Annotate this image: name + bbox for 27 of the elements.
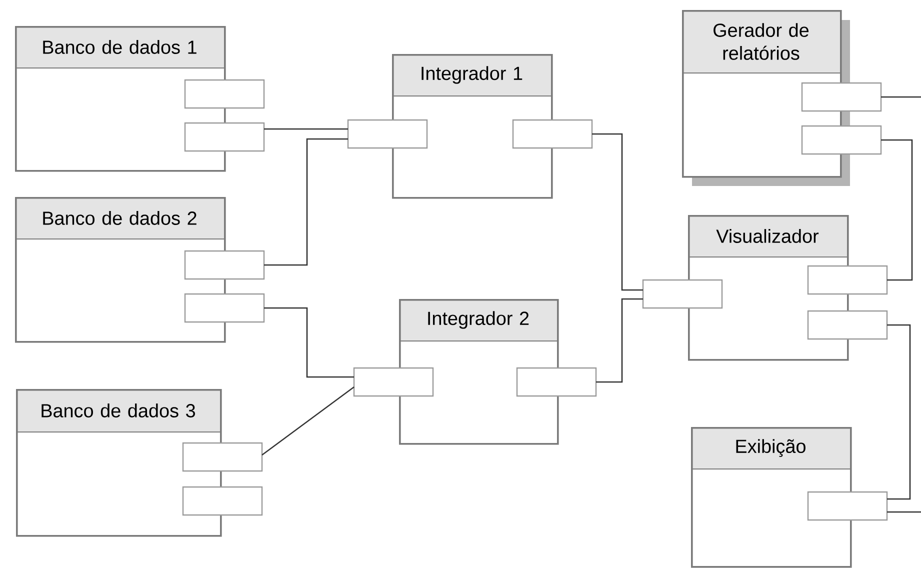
- port-box: [801, 125, 882, 155]
- port-box: [516, 367, 597, 397]
- port-box: [184, 122, 265, 152]
- port-box: [184, 250, 265, 280]
- port-box: [184, 79, 265, 109]
- port-box: [807, 310, 888, 340]
- connector-line: [264, 138, 348, 266]
- port-box: [353, 367, 434, 397]
- connector-line: [264, 307, 354, 378]
- connector-line: [264, 128, 348, 130]
- connector-line: [887, 324, 911, 500]
- connector-line: [596, 298, 643, 383]
- connector-line: [262, 386, 354, 456]
- port-box: [807, 491, 888, 521]
- port-box: [807, 265, 888, 295]
- connector-line: [881, 139, 913, 281]
- connector-line: [881, 96, 921, 98]
- port-box: [182, 442, 263, 472]
- component-box: Exibição: [690, 427, 852, 568]
- port-box: [347, 119, 428, 149]
- port-box: [182, 486, 263, 516]
- connector-line: [887, 511, 921, 513]
- port-box: [512, 119, 593, 149]
- port-box: [801, 82, 882, 112]
- port-box: [642, 279, 723, 309]
- connector-line: [592, 133, 643, 291]
- port-box: [184, 293, 265, 323]
